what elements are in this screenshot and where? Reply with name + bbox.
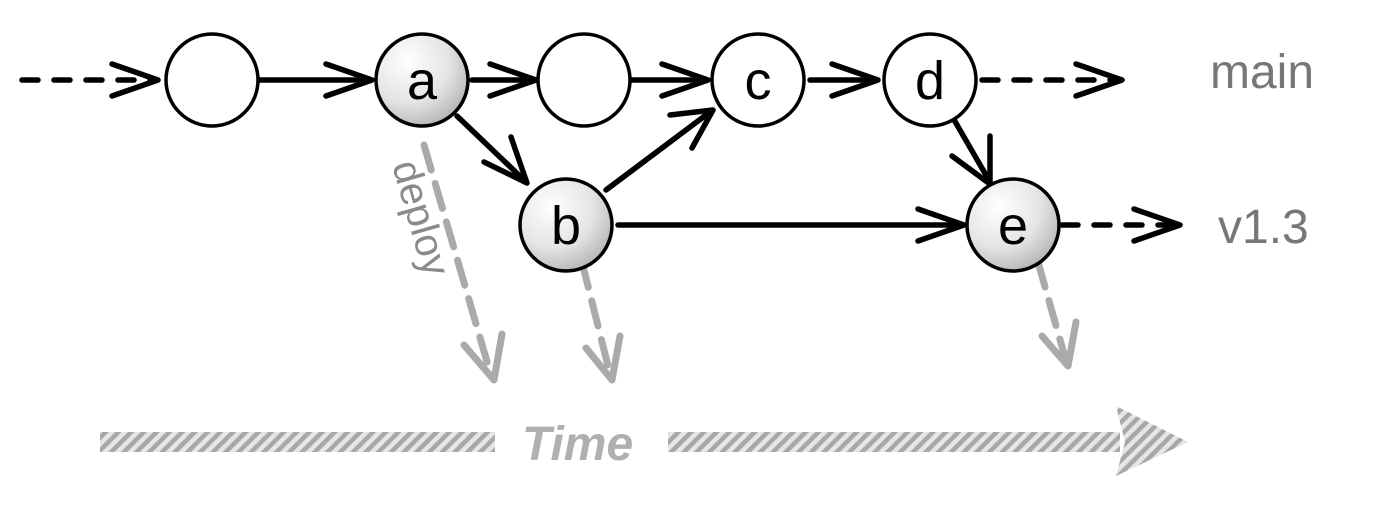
deploy-arrow-a bbox=[420, 141, 506, 384]
svg-text:a: a bbox=[407, 51, 438, 111]
edge-d-e bbox=[949, 115, 993, 187]
svg-text:e: e bbox=[998, 196, 1028, 256]
commit-node-a: a bbox=[374, 32, 470, 128]
commit-edges bbox=[19, 61, 1183, 244]
commit-node-c: c bbox=[710, 32, 806, 128]
deploy-arrow-e bbox=[1034, 258, 1080, 370]
commit-node-b: b bbox=[518, 177, 614, 273]
time-bar-left bbox=[100, 432, 495, 452]
commit-node-e: e bbox=[965, 177, 1061, 273]
edge-n1-a bbox=[257, 61, 375, 99]
edge-incoming-main bbox=[19, 61, 161, 99]
time-arrow: Time bbox=[100, 406, 1188, 476]
branch-label-release: v1.3 bbox=[1218, 201, 1309, 254]
commit-node-3 bbox=[536, 32, 632, 128]
svg-text:c: c bbox=[745, 51, 772, 111]
svg-text:b: b bbox=[551, 196, 581, 256]
edge-outgoing-main bbox=[979, 61, 1125, 99]
time-label: Time bbox=[522, 418, 633, 471]
edge-a-b bbox=[454, 113, 530, 186]
edge-b-e bbox=[615, 206, 967, 244]
edge-c-d bbox=[807, 61, 881, 99]
time-arrowhead bbox=[1116, 406, 1188, 476]
commit-node-1 bbox=[164, 32, 260, 128]
deploy-arrow-b bbox=[578, 258, 624, 384]
branch-label-main: main bbox=[1210, 46, 1314, 99]
edge-b-c bbox=[603, 107, 716, 193]
commit-nodes: a c d b e bbox=[164, 32, 1061, 273]
deploy-label: deploy bbox=[383, 155, 458, 280]
commit-node-d: d bbox=[882, 32, 978, 128]
edge-n3-c bbox=[629, 61, 711, 99]
svg-text:d: d bbox=[915, 51, 945, 111]
time-bar-right bbox=[668, 432, 1120, 452]
deploy-arrows bbox=[420, 141, 1080, 384]
edge-a-n3 bbox=[469, 61, 539, 99]
edge-outgoing-release bbox=[1059, 206, 1183, 244]
